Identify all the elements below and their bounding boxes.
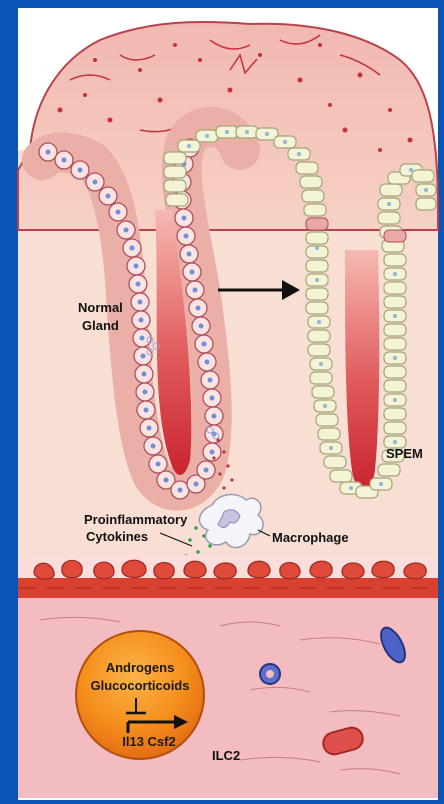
cytokines-label: Cytokines [86, 529, 148, 544]
macrophage-label: Macrophage [272, 530, 349, 545]
spem-label: SPEM [386, 446, 423, 461]
gene-targets-label: Il13 Csf2 [104, 734, 194, 750]
androgens-label: Androgens [96, 660, 184, 676]
proinflammatory-label: Proinflammatory [84, 512, 187, 527]
ilc2-label: ILC2 [212, 748, 240, 763]
glucocorticoids-label: Glucocorticoids [86, 678, 194, 694]
normal-gland-label-line1: Normal [78, 300, 123, 315]
normal-gland-label-line2: Gland [82, 318, 119, 333]
